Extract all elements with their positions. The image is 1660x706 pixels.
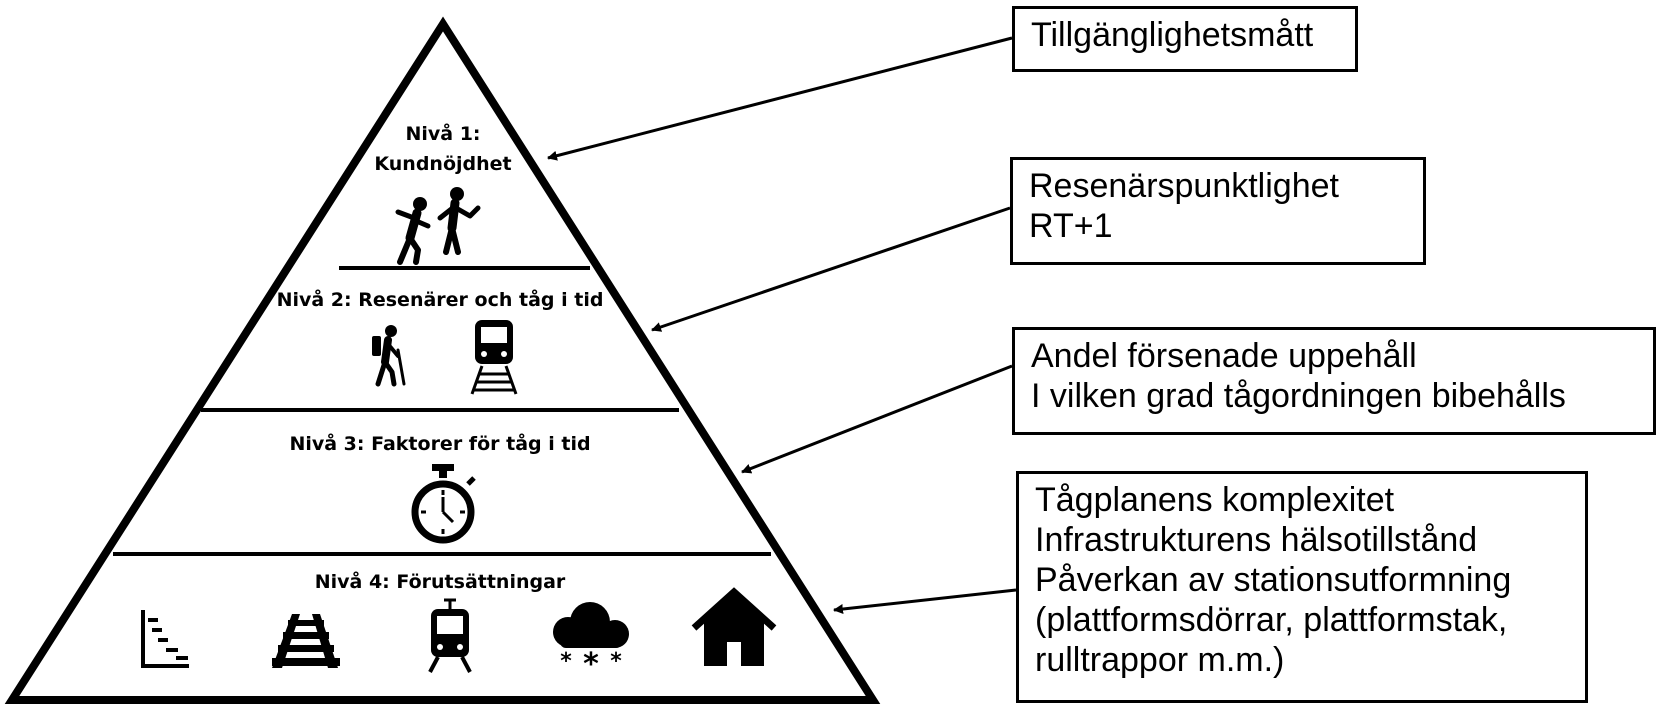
level-1-title-line1: Nivå 1:: [405, 121, 480, 145]
box-level-3-line-2: I vilken grad tågordningen bibehålls: [1031, 377, 1566, 415]
arrow-level-3: [741, 364, 1013, 474]
box-level-4-line-4: (plattformsdörrar, plattformstak,: [1035, 601, 1508, 639]
dancing-people-icon: [395, 187, 481, 265]
house-icon: [691, 587, 777, 666]
hiker-icon: [372, 325, 406, 387]
level-3-title: Nivå 3: Faktorer för tåg i tid: [289, 431, 590, 455]
box-level-4-line-1: Tågplanens komplexitet: [1035, 481, 1395, 519]
box-level-2-line-2: RT+1: [1029, 207, 1113, 245]
railway-track-icon: [272, 614, 340, 668]
svg-text:*: *: [610, 649, 622, 674]
arrow-level-1: [547, 36, 1013, 161]
box-level-1-line-1: Tillgänglighetsmått: [1031, 16, 1314, 54]
box-level-3-line-1: Andel försenade uppehåll: [1031, 337, 1417, 375]
level-1-title-line2: Kundnöjdhet: [374, 153, 511, 175]
box-level-4: Tågplanens komplexitet Infrastrukturens …: [1016, 471, 1588, 703]
box-level-4-line-2: Infrastrukturens hälsotillstånd: [1035, 521, 1478, 559]
box-level-3: Andel försenade uppehåll I vilken grad t…: [1012, 327, 1656, 435]
arrow-level-2: [651, 206, 1011, 332]
level-4-title: Nivå 4: Förutsättningar: [315, 569, 566, 593]
box-level-1: Tillgänglighetsmått: [1012, 6, 1358, 72]
box-level-4-line-3: Påverkan av stationsutformning: [1035, 561, 1512, 599]
stopwatch-icon: [411, 464, 476, 544]
arrow-level-4: [833, 588, 1017, 614]
svg-text:*: *: [560, 649, 572, 674]
pyramid-outline: [4, 16, 881, 704]
box-level-2-line-1: Resenärspunktlighet: [1029, 167, 1339, 205]
box-level-4-line-5: rulltrappor m.m.): [1035, 641, 1285, 679]
box-level-2: Resenärspunktlighet RT+1: [1010, 157, 1426, 265]
tram-icon: [428, 598, 472, 673]
level-2-title: Nivå 2: Resenärer och tåg i tid: [277, 287, 604, 311]
svg-text:*: *: [583, 647, 599, 682]
snow-cloud-icon: * * *: [553, 602, 629, 682]
staircase-chart-icon: [141, 610, 189, 668]
train-icon: [470, 320, 518, 395]
